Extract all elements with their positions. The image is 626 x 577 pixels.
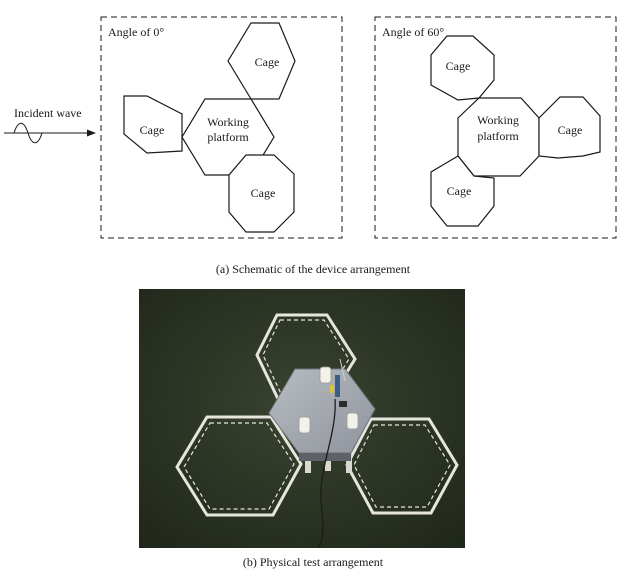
cage-label-bottom-left-60: Cage xyxy=(447,184,472,198)
caption-b: (b) Physical test arrangement xyxy=(0,555,626,570)
caption-a: (a) Schematic of the device arrangement xyxy=(0,262,626,277)
photo-illustration xyxy=(139,289,465,548)
working-platform-60-label-line1: Working xyxy=(477,113,519,127)
panel-angle-0-title: Angle of 0° xyxy=(108,25,164,39)
schematic-figure: Incident wave Angle of 0° Working platfo… xyxy=(0,0,626,280)
working-platform-60-label-line2: platform xyxy=(477,129,519,143)
cage-label-top: Cage xyxy=(255,55,280,69)
incident-wave-arrowhead xyxy=(87,130,96,137)
panel-angle-0: Angle of 0° Working platform Cage Cage C… xyxy=(101,17,342,238)
working-platform-label-line1: Working xyxy=(207,115,249,129)
working-platform-label-line2: platform xyxy=(207,130,249,144)
incident-wave: Incident wave xyxy=(4,106,96,143)
panel-angle-60: Angle of 60° Working platform Cage Cage … xyxy=(375,17,616,238)
cage-label-right-60: Cage xyxy=(558,123,583,137)
incident-wave-label: Incident wave xyxy=(14,106,82,120)
cage-label-top-left-60: Cage xyxy=(446,59,471,73)
physical-test-photo xyxy=(139,289,465,548)
cage-label-left: Cage xyxy=(140,123,165,137)
platform-side xyxy=(299,453,351,461)
cage-label-bottom: Cage xyxy=(251,186,276,200)
panel-angle-60-title: Angle of 60° xyxy=(382,25,444,39)
